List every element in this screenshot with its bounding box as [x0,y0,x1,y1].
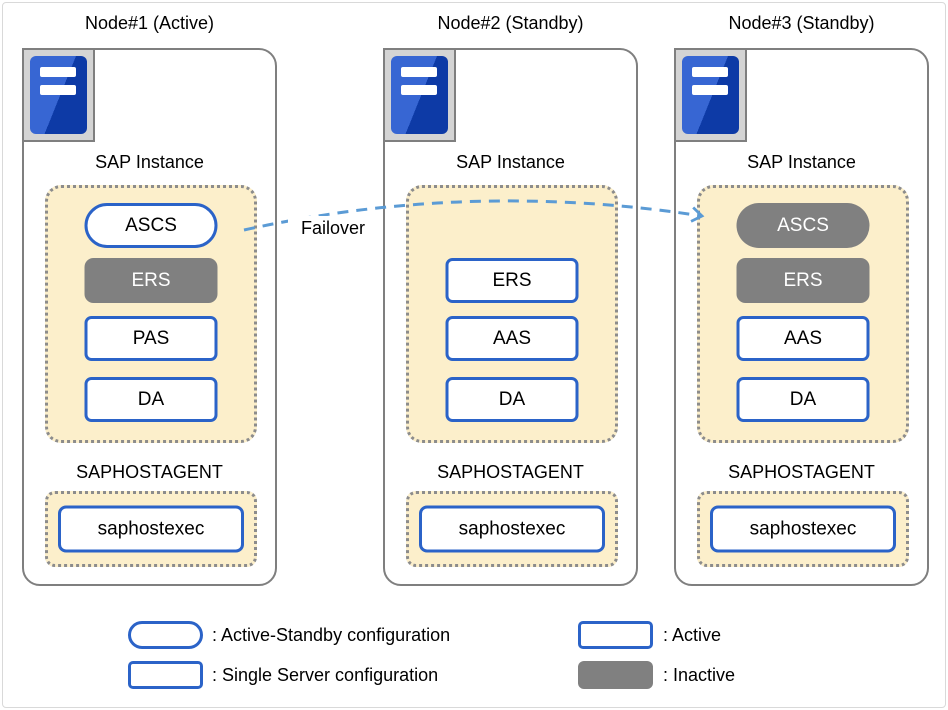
node-3-box: SAP Instance ASCS ERS AAS DA SAPHOSTAGEN… [674,48,929,586]
component-da: DA [445,377,579,422]
saphostagent-panel: saphostexec [697,491,909,567]
saphostagent-panel: saphostexec [406,491,618,567]
legend-label-active-standby: : Active-Standby configuration [212,625,451,645]
node-1-box: SAP Instance ASCS ERS PAS DA SAPHOSTAGEN… [22,48,277,586]
saphostagent-panel: saphostexec [45,491,257,567]
failover-label: Failover [288,216,378,240]
legend-swatch-inactive [578,661,653,689]
saphostexec-box: saphostexec [710,505,896,553]
server-icon [22,48,95,142]
server-icon [674,48,747,142]
node-2: Node#2 (Standby) SAP Instance ERS AAS DA… [383,10,638,590]
server-icon [383,48,456,142]
saphostexec-box: saphostexec [419,505,605,553]
node-1: Node#1 (Active) SAP Instance ASCS ERS PA… [22,10,277,590]
node-3-title: Node#3 (Standby) [728,13,875,33]
legend-label-inactive: : Inactive [663,665,736,685]
component-ers: ERS [445,258,579,303]
legend-swatch-active-standby [128,621,203,649]
node-2-title: Node#2 (Standby) [437,13,584,33]
component-aas: AAS [736,316,870,361]
node-2-box: SAP Instance ERS AAS DA SAPHOSTAGENT sap… [383,48,638,586]
component-aas: AAS [445,316,579,361]
saphostagent-label: SAPHOSTAGENT [76,462,223,482]
sap-instance-label: SAP Instance [95,152,204,172]
legend-swatch-single-server [128,661,203,689]
sap-instance-label: SAP Instance [456,152,565,172]
node-3: Node#3 (Standby) SAP Instance ASCS ERS A… [674,10,929,590]
saphostexec-box: saphostexec [58,505,244,553]
sap-instance-panel: ERS AAS DA [406,185,618,443]
component-ers: ERS [736,258,870,303]
component-da: DA [84,377,218,422]
sap-instance-panel: ASCS ERS PAS DA [45,185,257,443]
legend-label-active: : Active [663,625,722,645]
sap-instance-panel: ASCS ERS AAS DA [697,185,909,443]
saphostagent-label: SAPHOSTAGENT [437,462,584,482]
legend-swatch-active [578,621,653,649]
saphostagent-label: SAPHOSTAGENT [728,462,875,482]
component-da: DA [736,377,870,422]
component-ers: ERS [84,258,218,303]
component-ascs: ASCS [84,203,218,248]
sap-instance-label: SAP Instance [747,152,856,172]
legend-label-single-server: : Single Server configuration [212,665,439,685]
node-1-title: Node#1 (Active) [84,13,215,33]
component-ascs: ASCS [736,203,870,248]
component-pas: PAS [84,316,218,361]
